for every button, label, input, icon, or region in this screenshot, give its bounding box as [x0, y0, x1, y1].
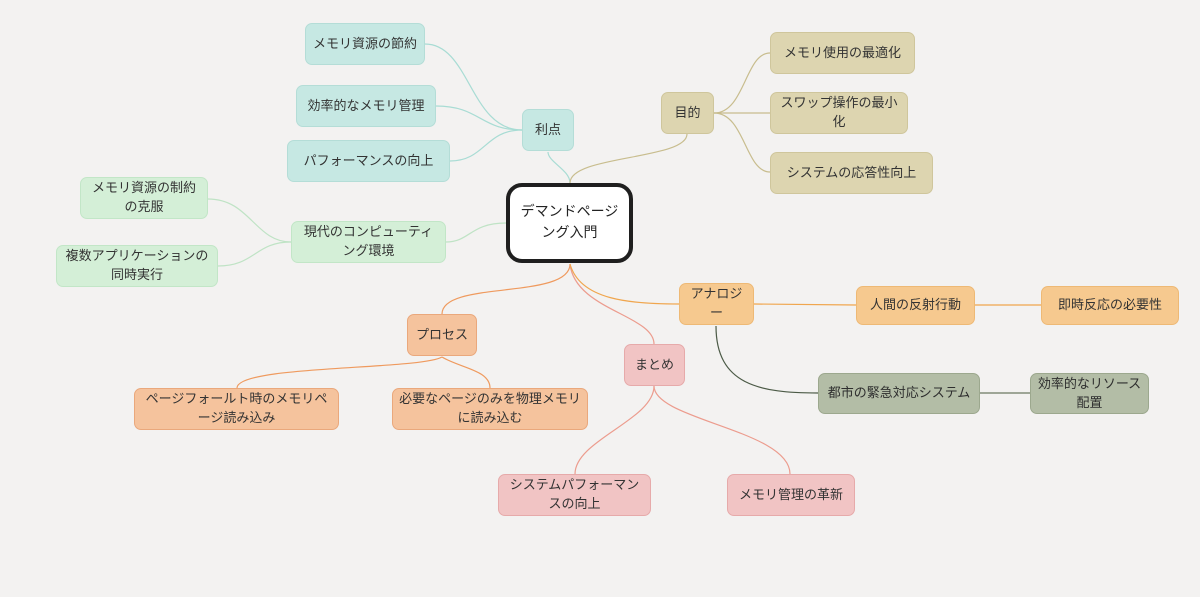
node-label: メモリ資源の制約の克服 — [91, 181, 196, 215]
node-label: スワップ操作の最小化 — [780, 96, 898, 130]
node-label: 即時反応の必要性 — [1057, 298, 1162, 313]
purpose-optimize-memory[interactable]: メモリ使用の最適化 — [770, 32, 915, 74]
branch-modern-label: 現代のコンピューティング環境 — [303, 225, 434, 259]
branch-modern-computing[interactable]: 現代のコンピューティング環境 — [291, 221, 446, 263]
branch-process[interactable]: プロセス — [407, 314, 477, 356]
branch-benefits[interactable]: 利点 — [522, 109, 574, 151]
node-label: システムの応答性向上 — [786, 165, 917, 181]
node-label: 複数アプリケーションの同時実行 — [65, 249, 209, 283]
node-label: メモリ使用の最適化 — [783, 45, 901, 61]
node-label: 必要なページのみを物理メモリに読み込む — [399, 392, 581, 426]
branch-summary-label: まとめ — [634, 357, 674, 373]
process-load-needed-pages[interactable]: 必要なページのみを物理メモリに読み込む — [392, 388, 588, 430]
node-label: 人間の反射行動 — [869, 298, 961, 313]
benefit-memory-saving[interactable]: メモリ資源の節約 — [305, 23, 425, 65]
purpose-minimize-swap[interactable]: スワップ操作の最小化 — [770, 92, 908, 134]
node-label: ページフォールト時のメモリページ読み込み — [145, 392, 328, 426]
purpose-responsiveness[interactable]: システムの応答性向上 — [770, 152, 933, 194]
modern-multitasking[interactable]: 複数アプリケーションの同時実行 — [56, 245, 218, 287]
branch-purpose-label: 目的 — [674, 105, 701, 121]
branch-analogy-label: アナロジー — [690, 287, 743, 321]
node-label: メモリ資源の節約 — [312, 36, 417, 52]
node-label: パフォーマンスの向上 — [303, 153, 434, 169]
benefit-efficient-management[interactable]: 効率的なメモリ管理 — [296, 85, 436, 127]
analogy-city-emergency[interactable]: 都市の緊急対応システム — [818, 373, 980, 414]
analogy-human-reflex[interactable]: 人間の反射行動 — [856, 286, 975, 325]
node-label: 効率的なリソース配置 — [1037, 376, 1142, 411]
branch-analogy[interactable]: アナロジー — [679, 283, 754, 325]
root-label: デマンドページング入門 — [520, 204, 619, 241]
benefit-performance[interactable]: パフォーマンスの向上 — [287, 140, 450, 182]
root-node[interactable]: デマンドページング入門 — [506, 183, 633, 263]
branch-summary[interactable]: まとめ — [624, 344, 685, 386]
node-label: 効率的なメモリ管理 — [307, 98, 425, 114]
process-page-fault-load[interactable]: ページフォールト時のメモリページ読み込み — [134, 388, 339, 430]
modern-overcome-constraints[interactable]: メモリ資源の制約の克服 — [80, 177, 208, 219]
node-label: メモリ管理の革新 — [738, 487, 843, 503]
branch-process-label: プロセス — [415, 327, 468, 343]
summary-memory-innovation[interactable]: メモリ管理の革新 — [727, 474, 855, 516]
branch-purpose[interactable]: 目的 — [661, 92, 714, 134]
analogy-immediate-response[interactable]: 即時反応の必要性 — [1041, 286, 1179, 325]
branch-benefits-label: 利点 — [534, 122, 561, 138]
node-label: 都市の緊急対応システム — [827, 386, 971, 401]
node-label: システムパフォーマンスの向上 — [509, 478, 640, 512]
summary-system-performance[interactable]: システムパフォーマンスの向上 — [498, 474, 651, 516]
analogy-efficient-allocation[interactable]: 効率的なリソース配置 — [1030, 373, 1149, 414]
